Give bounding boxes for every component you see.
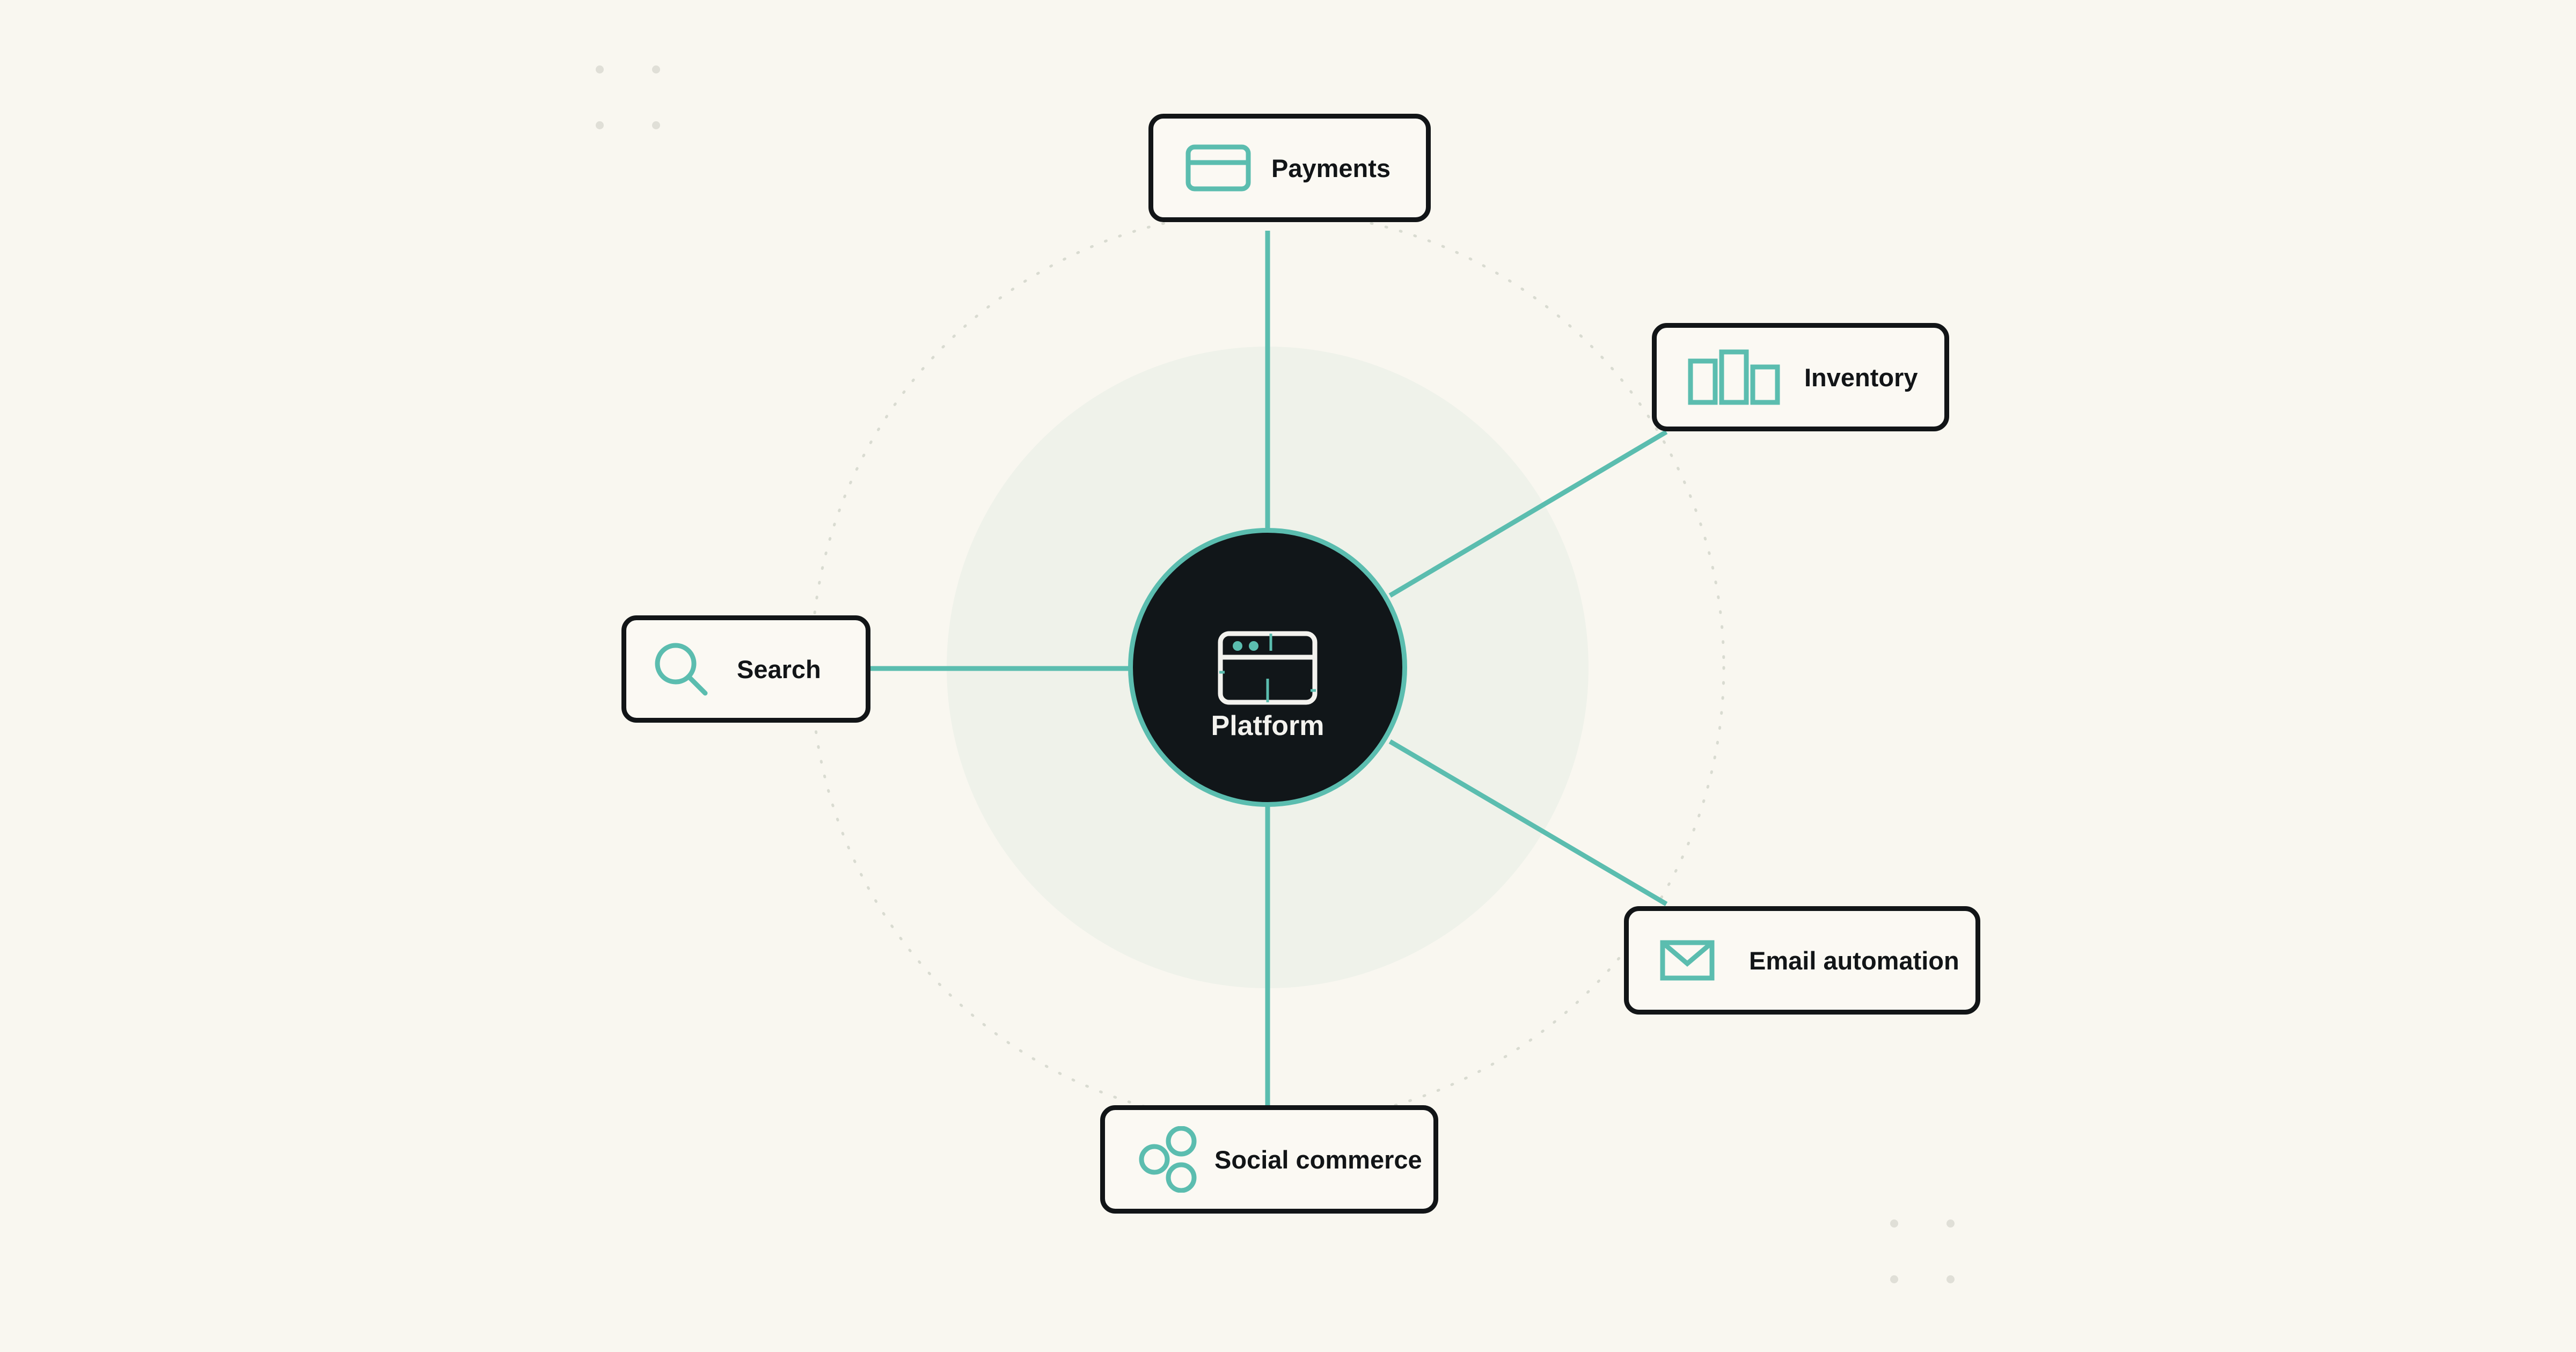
decor-dot [652, 121, 660, 129]
node-label-payments: Payments [1271, 153, 1391, 182]
credit-card-icon [1185, 144, 1251, 192]
decor-dot [1890, 1219, 1898, 1228]
node-search[interactable]: Search [621, 615, 870, 723]
node-label-email-automation: Email automation [1749, 946, 1959, 975]
hub-label: Platform [1211, 710, 1324, 741]
node-email-automation[interactable]: Email automation [1624, 906, 1980, 1015]
bar-chart-icon [1688, 349, 1780, 405]
node-label-social-commerce: Social commerce [1214, 1145, 1422, 1174]
linked-circles-icon [1138, 1126, 1201, 1193]
decor-dot [596, 121, 604, 129]
decor-dot [596, 65, 604, 74]
node-label-search: Search [737, 655, 821, 684]
browser-window-icon [1218, 631, 1318, 705]
decor-dot [652, 65, 660, 74]
magnifier-icon [653, 641, 709, 697]
decor-dot [1946, 1275, 1955, 1283]
decor-dot [1890, 1275, 1898, 1283]
node-social-commerce[interactable]: Social commerce [1100, 1105, 1438, 1214]
node-label-inventory: Inventory [1804, 363, 1918, 392]
connector-email-automation [1388, 739, 1668, 906]
platform-hub: Platform [1128, 528, 1407, 807]
node-payments[interactable]: Payments [1148, 114, 1431, 222]
node-inventory[interactable]: Inventory [1652, 323, 1949, 431]
envelope-icon [1660, 940, 1715, 981]
connector-inventory [1388, 430, 1668, 598]
decor-dot [1946, 1219, 1955, 1228]
